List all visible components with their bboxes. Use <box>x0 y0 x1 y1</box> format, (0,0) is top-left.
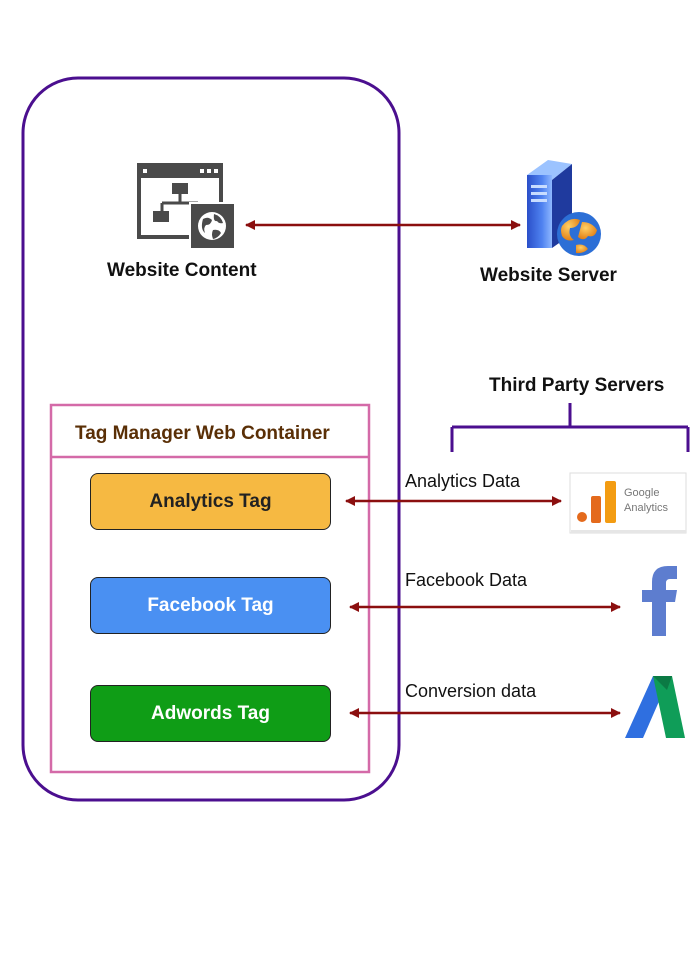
adwords-tag: Adwords Tag <box>90 685 331 742</box>
website-content-icon <box>137 163 236 250</box>
facebook-icon <box>642 566 677 636</box>
website-content-label: Website Content <box>107 260 257 281</box>
google-analytics-logo <box>569 472 687 534</box>
third-party-bracket <box>450 403 690 452</box>
website-server-label: Website Server <box>480 265 617 286</box>
tag-manager-container <box>49 403 371 774</box>
google-analytics-line2: Analytics <box>624 502 669 514</box>
server-icon <box>527 160 601 256</box>
third-party-servers-label: Third Party Servers <box>489 375 665 396</box>
adwords-icon <box>625 676 685 738</box>
website-boundary <box>21 76 401 802</box>
analytics-tag: Analytics Tag <box>90 473 331 530</box>
analytics-data-label: Analytics Data <box>405 471 521 491</box>
conversion-data-label: Conversion data <box>405 681 537 701</box>
facebook-data-label: Facebook Data <box>405 570 528 590</box>
container-title: Tag Manager Web Container <box>75 423 330 444</box>
google-analytics-line1: Google <box>624 487 660 499</box>
facebook-tag: Facebook Tag <box>90 577 331 634</box>
